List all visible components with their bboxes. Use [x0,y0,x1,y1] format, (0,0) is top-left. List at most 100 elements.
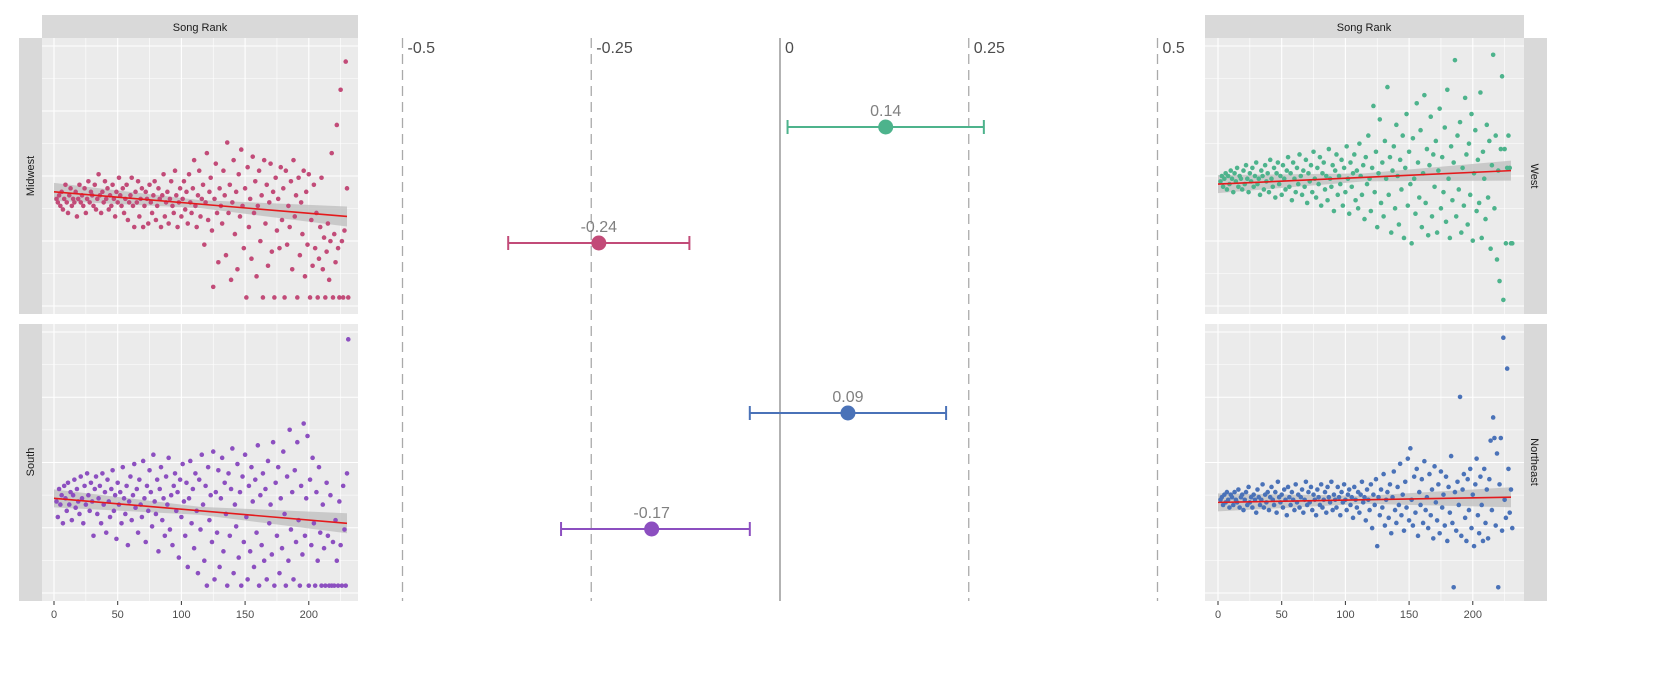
midwest-data-point [88,189,94,195]
midwest-data-point [167,196,173,202]
south-data-point [54,499,59,504]
northeast-data-point [1502,497,1507,503]
south-data-point [321,545,327,551]
south-data-point [261,558,267,564]
west-data-point [1383,176,1389,181]
west-data-point [1381,214,1386,219]
northeast-data-point [1372,502,1377,508]
northeast-data-point [1380,505,1385,510]
west-data-point [1442,125,1448,130]
south-data-point [205,464,211,470]
midwest-data-point [324,249,329,254]
west-data-point [1278,173,1283,179]
midwest-data-point [101,200,106,205]
south-data-point [210,449,216,454]
midwest-data-point [296,175,301,181]
northeast-data-point [1481,466,1487,472]
northeast-data-point [1452,489,1458,495]
west-data-point [1236,184,1241,190]
south-data-point [291,577,296,582]
midwest-data-point [102,178,108,184]
south-data-point [152,499,157,504]
midwest-data-point [165,189,170,195]
northeast-data-point [1441,492,1446,497]
midwest-data-point [135,178,141,184]
west-data-point [1239,187,1245,192]
midwest-data-point [184,189,189,195]
northeast-data-point [1246,484,1251,490]
x-axis-tick-label: 0 [1215,609,1221,621]
midwest-side-strip [19,38,42,314]
midwest-data-point [92,182,98,188]
northeast-data-point [1404,505,1409,510]
south-data-point [315,558,321,564]
northeast-data-point [1288,502,1293,508]
west-data-point [1436,168,1441,173]
south-data-point [221,549,226,554]
midwest-data-point [68,186,73,191]
midwest-data-point [145,221,151,226]
northeast-data-point [1464,538,1469,544]
west-data-point [1390,168,1395,173]
south-data-point [181,499,187,504]
midwest-data-point [317,224,323,230]
northeast-data-point [1418,502,1423,508]
west-data-point [1280,162,1286,168]
south-points [54,337,351,588]
northeast-data-point [1367,507,1372,513]
west-data-point [1450,197,1455,203]
northeast-data-point [1501,335,1506,341]
south-data-point [316,464,322,470]
midwest-data-point [93,207,99,212]
south-data-point [317,530,323,535]
south-data-point [222,480,228,486]
midwest-data-point [235,266,240,272]
west-data-point [1316,181,1321,187]
midwest-data-point [129,175,135,181]
midwest-data-point [291,157,296,163]
northeast-data-point [1349,494,1355,500]
south-data-point [91,533,96,539]
midwest-data-point [66,193,72,198]
northeast-data-point [1414,466,1420,472]
west-data-point [1509,241,1515,246]
south-data-point [278,496,284,501]
south-data-point [171,483,177,489]
south-data-point [137,477,142,482]
west-data-point [1406,149,1412,155]
west-data-point [1321,160,1327,165]
northeast-data-point [1329,479,1334,485]
midwest-data-point [70,196,76,202]
west-data-point [1251,184,1256,190]
south-side-strip [19,324,42,601]
south-data-point [340,483,346,489]
west-estimate: 0.14 [786,103,985,135]
south-data-point [344,471,350,476]
west-data-point [1438,206,1444,211]
west-data-point [1318,203,1324,208]
midwest-data-point [282,295,287,300]
midwest-data-point [106,207,112,212]
west-data-point [1357,141,1362,146]
right-top-strip-label: Song Rank [1337,22,1392,34]
south-data-point [245,577,250,582]
west-data-point [1238,176,1244,181]
northeast-data-point [1303,479,1309,485]
south-data-point [163,474,169,479]
west-data-point [1265,171,1270,176]
west-data-point [1503,241,1509,246]
south-data-point [129,517,135,523]
south-data-point [87,508,92,514]
northeast-data-point [1466,507,1472,513]
south-data-point [325,533,331,539]
midwest-data-point [221,168,226,174]
midwest-data-point [251,210,257,216]
midwest-data-point [301,168,306,174]
midwest-data-point [105,186,110,191]
south-data-point [266,520,272,526]
west-data-point [1336,173,1342,179]
south-data-point [282,511,287,517]
west-data-point [1262,162,1268,168]
south-data-point [74,486,80,492]
